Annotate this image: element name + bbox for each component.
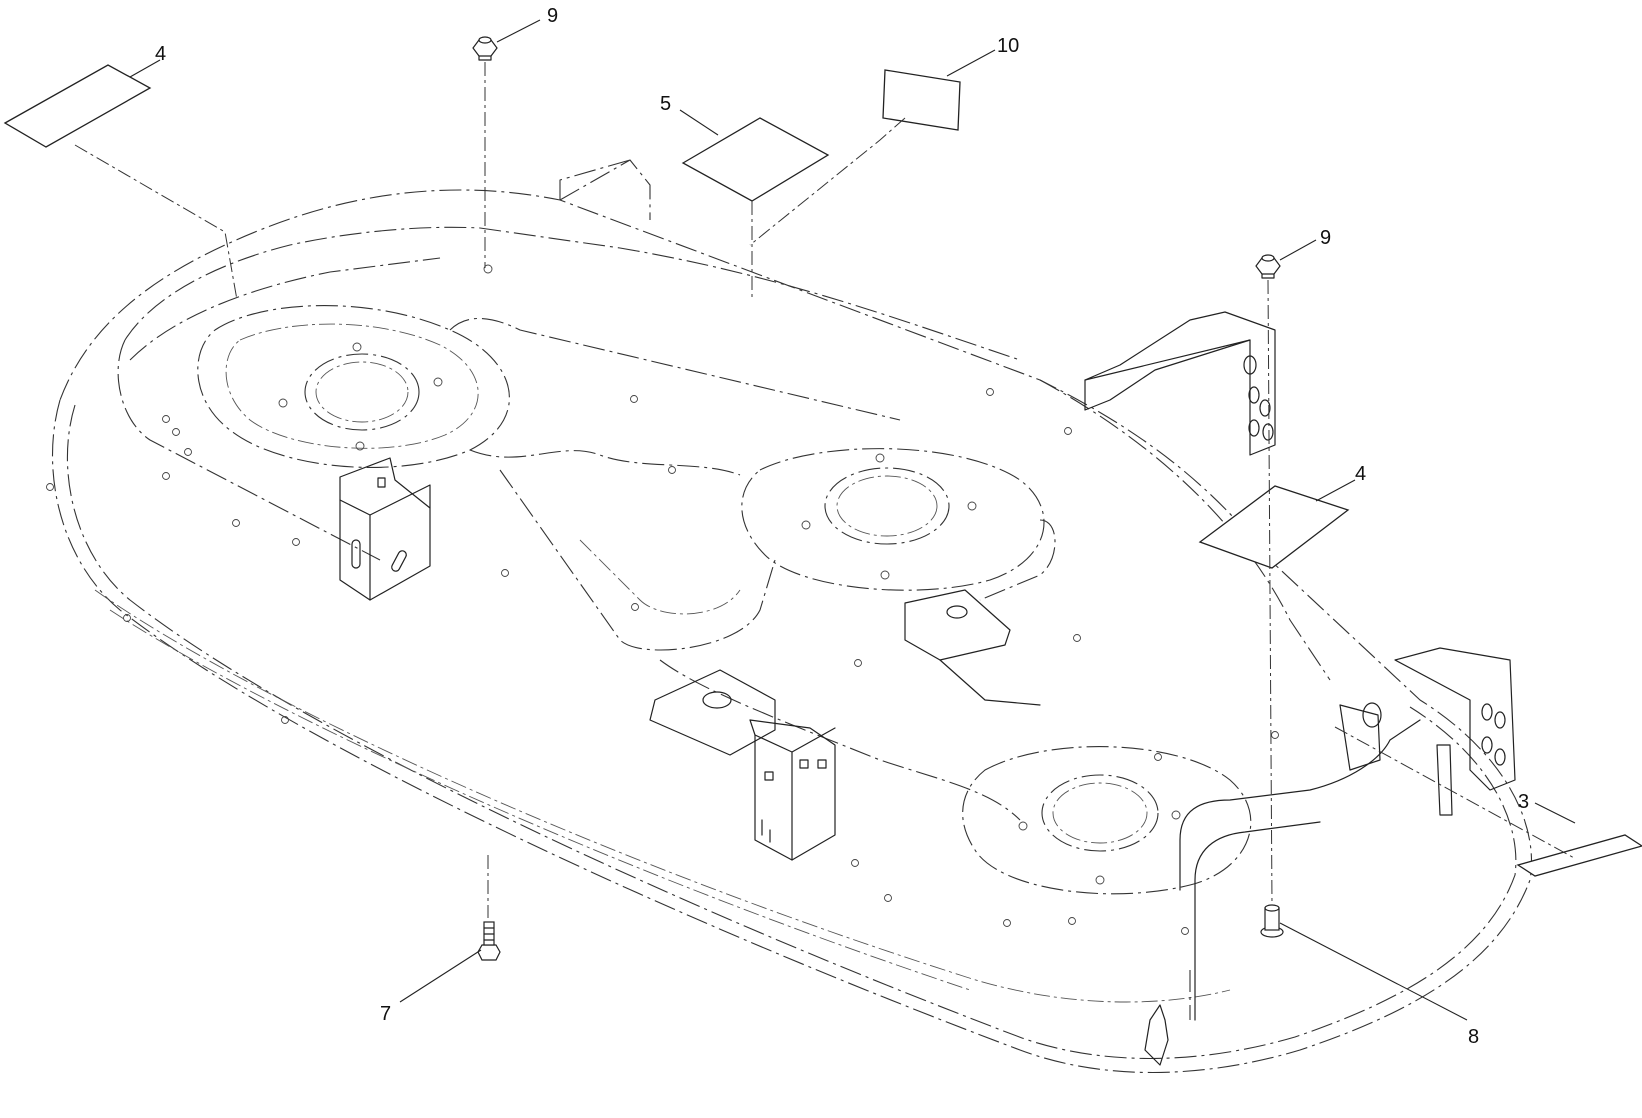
front-mount-plate — [1394, 647, 1516, 791]
callout-8: 8 — [1468, 1026, 1479, 1048]
mower-deck-shell — [51, 159, 1532, 1074]
assembly-lines — [74, 62, 1577, 918]
callout-leaders — [129, 19, 1576, 1021]
callout-10: 10 — [997, 35, 1019, 57]
deck-channel — [449, 317, 1056, 821]
spindle-well-left — [197, 305, 510, 468]
callout-3: 3 — [1518, 791, 1529, 813]
deck-bracket-left — [339, 457, 431, 601]
decal-4-top-left — [3, 64, 152, 148]
decal-3 — [1516, 834, 1642, 877]
shoulder-bolt-8 — [1260, 904, 1284, 938]
deck-bracket-center — [649, 669, 836, 861]
rear-mount-plate — [1084, 311, 1276, 456]
deck-holes — [46, 264, 1279, 935]
flange-nut-9-right — [1255, 254, 1281, 279]
front-lip-bracket — [1144, 702, 1453, 1066]
decal-4-right — [1198, 485, 1350, 569]
callout-9-left: 9 — [547, 5, 558, 27]
flange-nut-9-left — [472, 36, 498, 61]
callout-4-right: 4 — [1355, 463, 1366, 485]
callout-5: 5 — [660, 93, 671, 115]
callout-9-right: 9 — [1320, 227, 1331, 249]
callout-4-top-left: 4 — [155, 43, 166, 65]
callout-labels: 4 9 5 10 9 4 3 7 8 — [155, 5, 1529, 1048]
deck-bracket-rear — [904, 589, 1041, 706]
bolt-7 — [477, 921, 501, 961]
decal-5 — [681, 117, 830, 202]
spindle-well-center — [741, 448, 1045, 591]
spindle-well-right — [962, 746, 1252, 895]
callout-7: 7 — [380, 1003, 391, 1025]
decal-10 — [882, 69, 961, 131]
